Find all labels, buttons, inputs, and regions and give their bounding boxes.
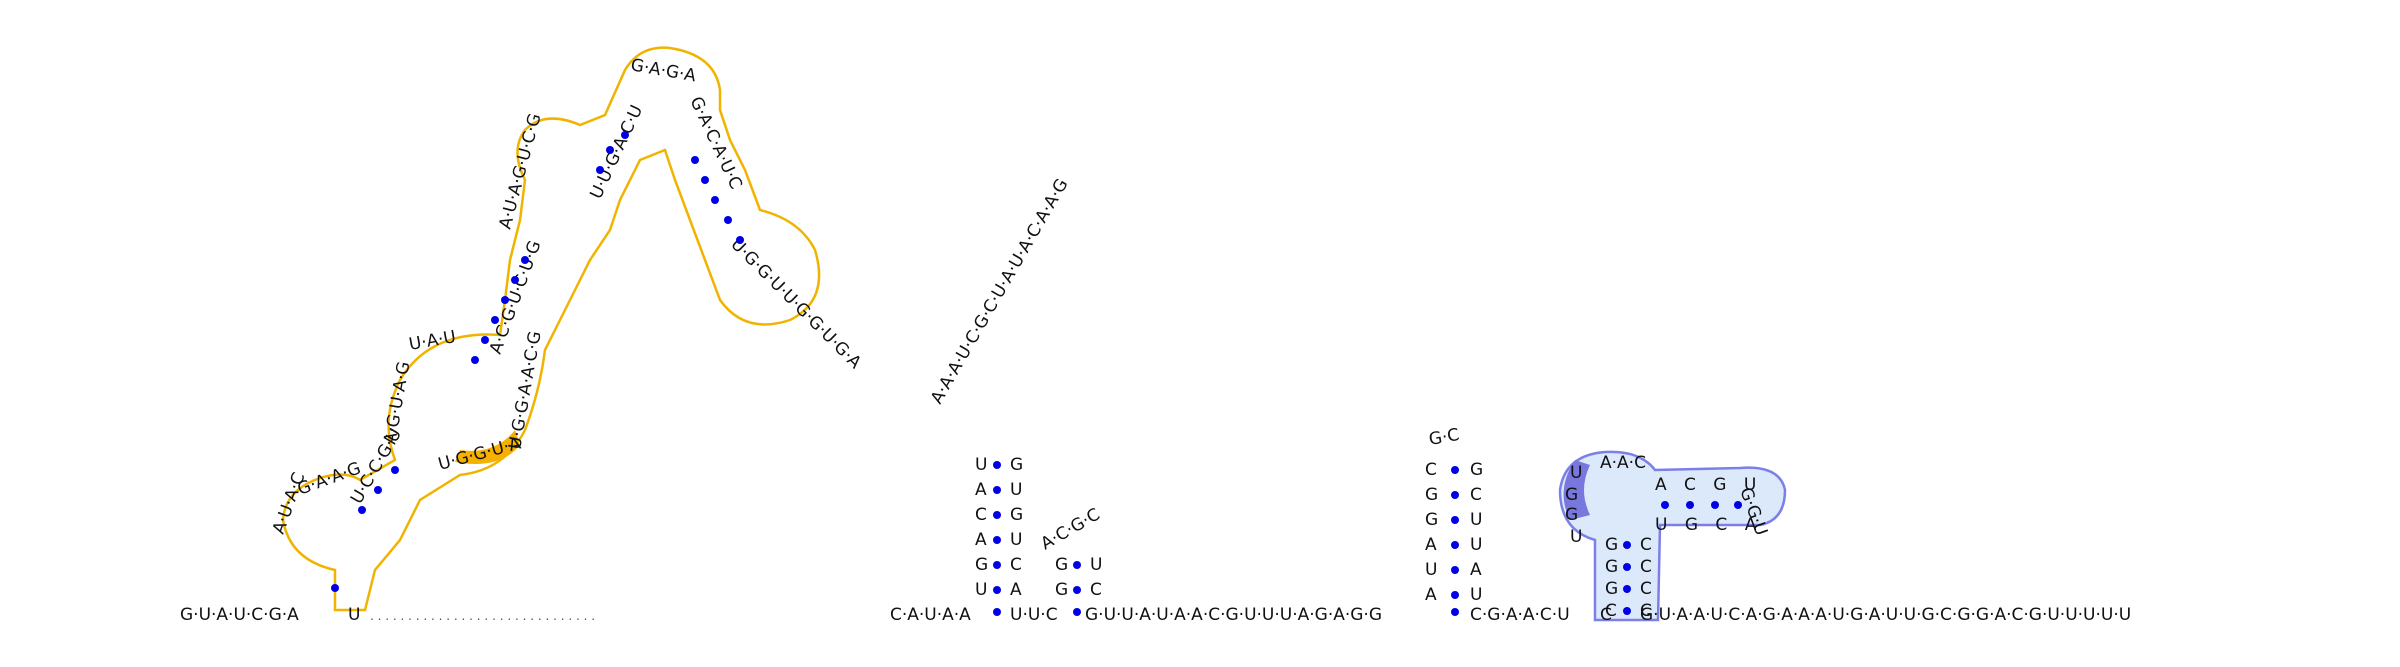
hairpin-2-stem: UAC AGU GUG UCA [975, 455, 1023, 616]
svg-text:A: A [1010, 580, 1022, 600]
pseudoknot-region: UG GU A·A·C A C G U U G C A G·G·U GG GC … [1558, 450, 1787, 622]
svg-text:C: C [1640, 601, 1652, 621]
backbone-mid5: C [1600, 605, 1612, 625]
svg-text:G: G [1605, 557, 1618, 577]
hairpin-4-loop: G·C [1427, 425, 1460, 450]
svg-text:G: G [1605, 535, 1618, 555]
backbone-mid3: G·U·U·A·U·A·A·C·G·U·U·U·A·G·A·G·G [1085, 605, 1382, 625]
svg-text:C: C [1640, 557, 1652, 577]
svg-text:A: A [1470, 560, 1482, 580]
svg-text:G: G [975, 555, 988, 575]
svg-text:G: G [1055, 580, 1068, 600]
svg-text:U: U [1090, 555, 1102, 575]
svg-text:G: G [1565, 505, 1578, 525]
region1-highlight [455, 430, 520, 464]
svg-text:U: U [1470, 585, 1482, 605]
stem-d-label: U·U·G·A·C·U [586, 102, 647, 202]
loop6-label: U·G·G·U·U·G·G·U·G·A [726, 234, 865, 373]
svg-text:A: A [975, 480, 987, 500]
region1-structure: A·U·A·C G·A·A·G U·C·C·G·U A·G·U·A·G U·A·… [269, 46, 865, 612]
svg-text:G: G [1010, 505, 1023, 525]
svg-text:U: U [1470, 510, 1482, 530]
hairpin-3-stem: GG UC [1055, 555, 1102, 616]
svg-text:U: U [975, 580, 987, 600]
pseudoknot-highlight [1563, 460, 1590, 520]
svg-text:C: C [1470, 485, 1482, 505]
pseudoknot-stem: GG GC CC CC [1605, 535, 1652, 621]
svg-text:C: C [975, 505, 987, 525]
svg-text:C: C [1605, 601, 1617, 621]
svg-text:G: G [1055, 555, 1068, 575]
pseudoknot-top: A·A·C [1600, 453, 1646, 473]
svg-text:A: A [1425, 535, 1437, 555]
backbone-mid1: C·A·U·A·A [890, 605, 971, 625]
svg-text:C: C [1640, 579, 1652, 599]
svg-text:A: A [975, 530, 987, 550]
hairpin-3: A·C·G·C GG UC [1038, 505, 1104, 616]
svg-text:U: U [1010, 480, 1022, 500]
backbone-mid4: C·G·A·A·C·U [1470, 605, 1570, 625]
hairpin-4-stem: CGG AUA GCU UAU [1425, 460, 1483, 616]
loop2-label: A·G·U·A·G [380, 360, 414, 446]
svg-text:A: A [1425, 585, 1437, 605]
svg-text:C: C [1425, 460, 1437, 480]
loop5-label: G·A·G·A [629, 55, 698, 86]
svg-text:C: C [1090, 580, 1102, 600]
pseudoknot-inner-pairs [1661, 501, 1742, 509]
svg-text:G: G [1425, 510, 1438, 530]
svg-text:U: U [975, 455, 987, 475]
pseudoknot-left-loop: UG GU [1565, 463, 1582, 547]
stem-c-label: U·G·G·A·A·C·G [505, 330, 545, 451]
svg-text:G: G [1010, 455, 1023, 475]
svg-text:U: U [1010, 530, 1022, 550]
svg-text:U: U [1570, 527, 1582, 547]
backbone-mid2: U·U·C [1010, 605, 1058, 625]
svg-text:G: G [1605, 579, 1618, 599]
svg-text:G: G [1565, 485, 1578, 505]
svg-text:G: G [1425, 485, 1438, 505]
pseudoknot-outline [1558, 450, 1787, 622]
pseudoknot-inner-bottom: U G C A [1655, 515, 1762, 535]
loop2-top-label: U·A·U [407, 327, 457, 355]
svg-text:C: C [1010, 555, 1022, 575]
svg-text:U: U [1470, 535, 1482, 555]
region1-base-pairs [331, 131, 744, 592]
backbone-bridge: U [348, 605, 360, 625]
hairpin-4: G·C CGG AUA GCU UAU [1425, 425, 1483, 616]
backbone-suffix: G·U·A·A·U·C·A·G·A·A·A·U·G·A·U·U·G·C·G·G·… [1640, 605, 2131, 625]
svg-text:C: C [1640, 535, 1652, 555]
stem-e-label: G·A·C·A·U·C [685, 94, 745, 193]
backbone-prefix: G·U·A·U·C·G·A [180, 605, 299, 625]
svg-text:U: U [1425, 560, 1437, 580]
hairpin-2-loop: A·A·A·U·C·G·C·U·A·U·A·C·A·A·G [927, 175, 1073, 407]
svg-text:U: U [1570, 463, 1582, 483]
backbone: G·U·A·U·C·G·A U . . . . . . . . . . . . … [180, 605, 2131, 625]
pseudoknot-inner-top: A C G U [1655, 475, 1762, 495]
svg-text:G: G [1470, 460, 1483, 480]
hairpin-3-loop: A·C·G·C [1038, 505, 1104, 555]
region1-outline [281, 46, 821, 612]
backbone-dots-gap: . . . . . . . . . . . . . . . . . . . . … [370, 609, 595, 623]
